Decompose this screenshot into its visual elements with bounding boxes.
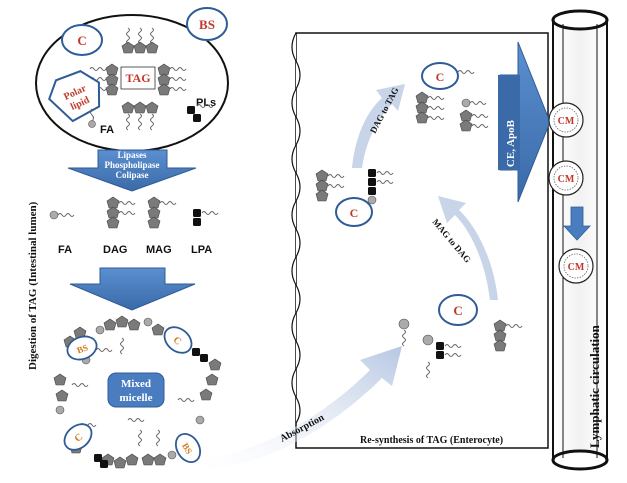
svg-text:CM: CM: [558, 116, 575, 127]
resynthesized-tag: C: [415, 62, 489, 132]
svg-text:BS: BS: [75, 342, 89, 355]
phospholipids-label: PLs: [196, 97, 216, 109]
mixed-micelle-line2: micelle: [120, 392, 153, 404]
phospholipid-in-lumen: PLs: [187, 97, 216, 122]
enzyme-colipase: Colipase: [115, 170, 148, 180]
digestion-caption: Digestion of TAG (Intestinal lumen): [27, 201, 39, 370]
svg-text:C: C: [350, 206, 359, 220]
cholesterol-badge-oval: C: [61, 24, 103, 56]
micelle-cholesterol-1: C: [163, 326, 193, 354]
svg-text:C: C: [436, 70, 445, 84]
fatty-acid-in-lumen: FA: [88, 108, 114, 136]
mixed-micelle-line1: Mixed: [121, 378, 151, 390]
mixed-micelle: BS C C BS Mixed micelle: [53, 315, 222, 469]
mixed-micelle-box: [107, 372, 165, 408]
product-dag: DAG: [103, 244, 127, 256]
mtp-label: MTP, CE, ApoB: [505, 119, 517, 196]
chylomicron-2: CM: [548, 160, 584, 196]
polar-lipid-hexagon: Polarlipid: [48, 70, 101, 123]
enterocyte-cholesterol-mid: C: [335, 197, 373, 227]
chylomicron-1: CM: [548, 102, 584, 138]
bile-salt-badge-top: BS: [186, 7, 228, 41]
enterocyte-cholesterol-bottom: C: [438, 294, 478, 326]
resynthesis-caption: Re-synthesis of TAG (Enterocyte): [360, 435, 503, 446]
chylomicron-down-arrow: [563, 206, 591, 241]
digestion-products: FA DAG MAG LPA: [49, 196, 219, 256]
fatty-acid-label: FA: [100, 124, 114, 136]
bile-salt-label: BS: [199, 17, 215, 32]
enterocyte-cholesterol-top: C: [421, 62, 459, 90]
enzyme-phospholipase: Phospholipase: [104, 160, 159, 170]
absorbed-molecules: C: [398, 294, 523, 379]
product-mag: MAG: [146, 244, 172, 256]
svg-text:BS: BS: [180, 441, 194, 456]
mtp-transport-arrow: MTP, CE, ApoB: [498, 41, 551, 203]
svg-text:CM: CM: [568, 262, 585, 273]
down-arrow-to-micelle: [69, 267, 196, 311]
lymphatic-vessel: [551, 9, 609, 471]
enzyme-lipases: Lipases: [117, 150, 147, 160]
enzyme-arrow: Lipases Phospholipase Colipase: [67, 149, 197, 192]
micelle-bile-salt-2: BS: [174, 432, 202, 464]
svg-text:CM: CM: [558, 174, 575, 185]
micelle-cholesterol-2: C: [63, 423, 93, 451]
lymphatic-caption: Lymphatic circulation: [587, 324, 602, 448]
tag-molecule-cluster: TAG: [89, 27, 187, 131]
cholesterol-label: C: [77, 33, 86, 48]
product-fa: FA: [58, 244, 72, 256]
intermediate-molecules: C: [315, 169, 394, 227]
micelle-bile-salt-1: BS: [66, 335, 98, 361]
tag-label: TAG: [125, 71, 150, 85]
chylomicron-3: CM: [558, 248, 594, 284]
product-lpa: LPA: [191, 244, 212, 256]
svg-text:C: C: [453, 303, 462, 318]
